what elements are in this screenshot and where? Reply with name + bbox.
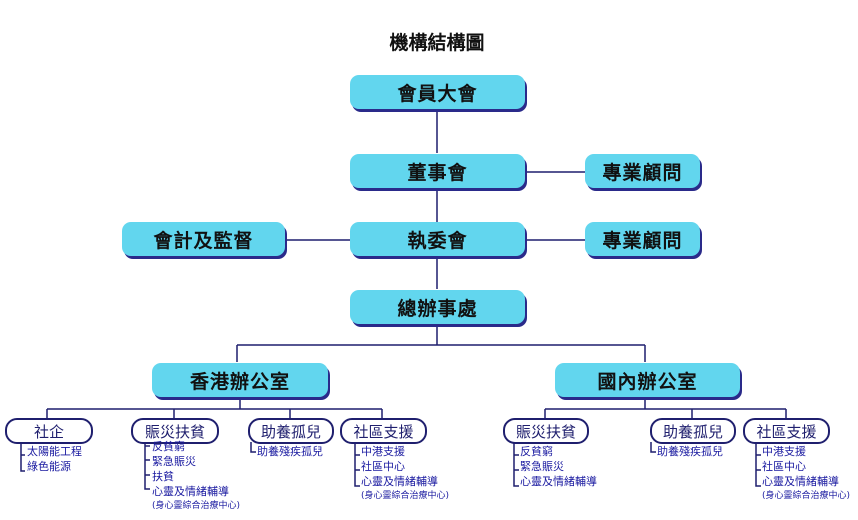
unit-social-enterprise: 社企: [5, 418, 93, 444]
node-hk-office: 香港辦公室: [152, 363, 328, 397]
list-item: 緊急賑災: [152, 455, 196, 468]
unit-community: 社區支援: [340, 418, 427, 444]
list-item: 緊急賑災: [520, 460, 564, 473]
list-item: 助養殘疾孤兒: [657, 445, 723, 458]
node-head-office: 總辦事處: [350, 290, 525, 324]
list-item: 心靈及情緒輔導: [520, 475, 597, 488]
unit-relief: 賑災扶貧: [503, 418, 589, 444]
list-item: 社區中心: [361, 460, 405, 473]
list-item: 反貧窮: [152, 440, 185, 453]
node-mainland-office: 國內辦公室: [555, 363, 740, 397]
list-item: 中港支援: [361, 445, 405, 458]
list-item: 心靈及情緒輔導: [361, 475, 438, 488]
node-general-meeting: 會員大會: [350, 75, 525, 109]
list-item: 心靈及情緒輔導: [762, 475, 839, 488]
node-board: 董事會: [350, 154, 525, 188]
list-note: (身心靈綜合治療中心): [762, 491, 851, 501]
unit-orphan: 助養孤兒: [650, 418, 736, 444]
list-item: 中港支援: [762, 445, 806, 458]
list-item: 太陽能工程: [27, 445, 82, 458]
unit-relief: 賑災扶貧: [131, 418, 219, 444]
node-accounting: 會計及監督: [122, 222, 285, 256]
node-exec-advisor: 專業顧問: [585, 222, 700, 256]
chart-title: 機構結構圖: [389, 32, 485, 54]
unit-orphan: 助養孤兒: [248, 418, 334, 444]
unit-list: 助養殘疾孤兒: [257, 444, 323, 459]
list-item: 綠色能源: [27, 460, 71, 473]
unit-community: 社區支援: [743, 418, 830, 444]
unit-list: 中港支援 社區中心 心靈及情緒輔導 (身心靈綜合治療中心): [361, 444, 449, 504]
unit-list: 反貧窮 緊急賑災 心靈及情緒輔導: [520, 444, 597, 489]
list-item: 心靈及情緒輔導: [152, 485, 229, 498]
list-item: 助養殘疾孤兒: [257, 445, 323, 458]
list-item: 反貧窮: [520, 445, 553, 458]
list-note: (身心靈綜合治療中心): [361, 491, 450, 501]
list-item: 扶貧: [152, 470, 174, 483]
unit-list: 助養殘疾孤兒: [657, 444, 723, 459]
unit-list: 中港支援 社區中心 心靈及情緒輔導 (身心靈綜合治療中心): [762, 444, 850, 504]
list-item: 社區中心: [762, 460, 806, 473]
node-exec-committee: 執委會: [350, 222, 525, 256]
node-board-advisor: 專業顧問: [585, 154, 700, 188]
unit-list: 反貧窮 緊急賑災 扶貧 心靈及情緒輔導 (身心靈綜合治療中心): [152, 439, 240, 514]
list-note: (身心靈綜合治療中心): [152, 501, 241, 511]
unit-list: 太陽能工程 綠色能源: [27, 444, 82, 474]
